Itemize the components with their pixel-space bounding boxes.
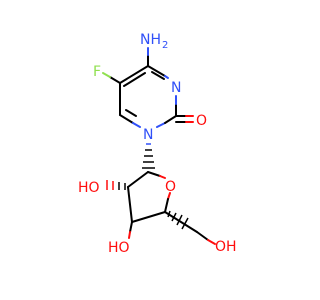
oh-5prime-label: OH	[215, 239, 237, 255]
fluorine-label: F	[93, 64, 101, 80]
ho-2prime-label: HO	[78, 180, 100, 196]
bond-n1-c2-n	[156, 122, 166, 128]
c4-c5-wedge	[167, 210, 189, 230]
bond-c5-f	[109, 76, 121, 84]
bond-c6-n1	[119, 114, 134, 124]
bond-o4-c4	[164, 198, 169, 213]
bond-c4-c3	[131, 211, 166, 223]
amine-subscript: 2	[162, 40, 168, 51]
bond-c5-f-f	[102, 72, 111, 78]
bond-c3-c2	[127, 186, 133, 223]
ring-n-top-label: N	[171, 80, 181, 96]
bond-n1-c2	[164, 115, 177, 124]
bond-n3-c4-inner	[151, 71, 165, 80]
bond-c1-o4	[147, 171, 161, 177]
ring-o-label: O	[165, 179, 176, 195]
hash-e	[167, 210, 171, 218]
ho-3prime-label: HO	[108, 240, 130, 256]
hash-h	[181, 217, 189, 230]
carbonyl-o-label: O	[196, 113, 207, 129]
bond-c5-o5-o	[207, 239, 216, 245]
bond-c4-c5	[119, 65, 149, 84]
bond-c1-o4-o	[159, 175, 166, 179]
pyrimidine-ring	[102, 47, 194, 128]
ring-n-glyco-label: N	[143, 127, 153, 143]
amine-label: NH 2	[140, 32, 168, 51]
bond-c6-n1-inner	[125, 109, 137, 117]
molecule-structure: NH 2 N F N O O HO HO OH	[78, 32, 237, 256]
hash-f	[171, 212, 177, 222]
hash-g	[176, 214, 183, 226]
bond-c4-c5-inner	[123, 72, 146, 87]
amine-text: NH	[140, 32, 161, 48]
bond-c4-c5prime	[164, 211, 198, 233]
bond-o4-c4-o	[167, 192, 171, 200]
bond-c3-oh	[129, 221, 133, 233]
c2-hydroxyl-wedge	[106, 180, 126, 190]
bond-c4-n3	[147, 65, 166, 77]
glycosidic-bond	[142, 143, 155, 169]
bond-c5-o5	[196, 231, 209, 241]
bond-c4-n3-n	[164, 75, 169, 79]
bond-c2-c1	[127, 171, 149, 188]
bond-c6-n1-n	[132, 122, 141, 128]
bond-c3-oh-o	[128, 231, 131, 239]
ribose-ring	[127, 171, 216, 245]
